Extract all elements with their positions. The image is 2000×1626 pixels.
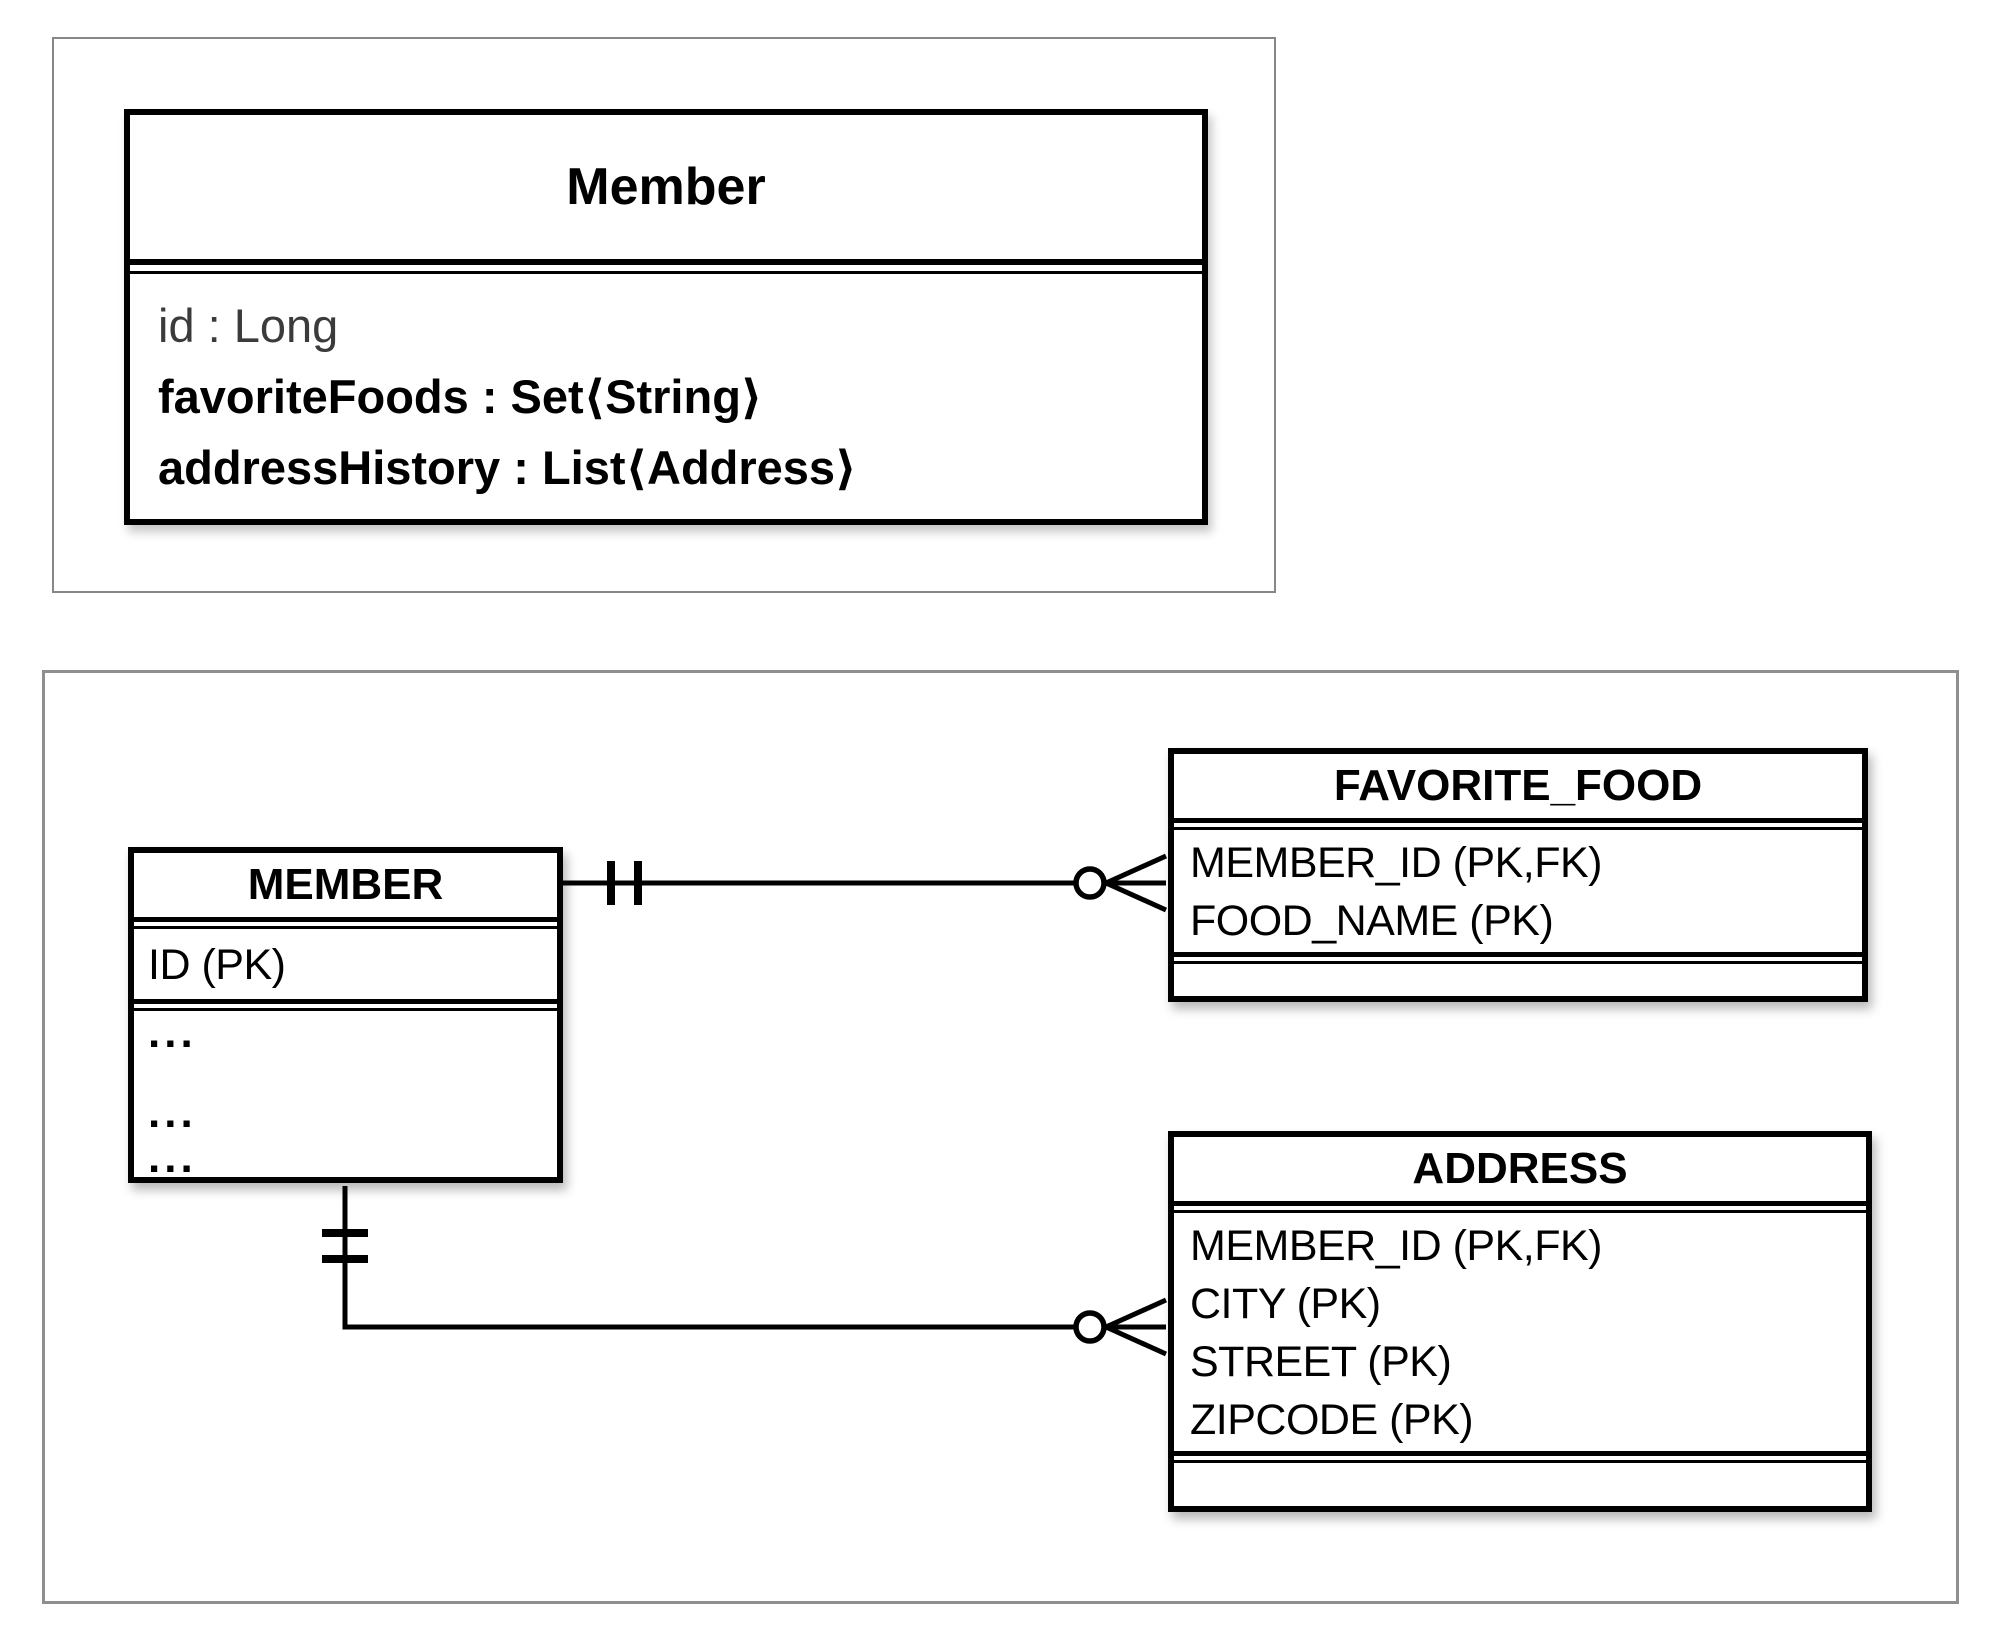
er-table-address: ADDRESS MEMBER_ID (PK,FK) CITY (PK) STRE… [1168, 1131, 1872, 1512]
column-member-id: MEMBER_ID (PK,FK) [1190, 1222, 1603, 1270]
class-title-divider [130, 259, 1202, 274]
header-divider [1174, 1201, 1866, 1213]
er-table-address-title: ADDRESS [1412, 1144, 1628, 1193]
rows-divider [1174, 952, 1862, 964]
column-id-pk: ID (PK) [148, 941, 286, 989]
empty-section [1174, 964, 1862, 996]
column-zipcode: ZIPCODE (PK) [1190, 1396, 1474, 1444]
empty-section [1174, 1463, 1866, 1506]
class-attribute-address-history: addressHistory : List⟨Address⟩ [158, 441, 857, 494]
rows-divider [1174, 1451, 1866, 1463]
er-table-favorite-food-title: FAVORITE_FOOD [1333, 761, 1703, 810]
ellipsis-row: ... [148, 1133, 197, 1182]
column-city: CITY (PK) [1190, 1280, 1381, 1328]
column-street: STREET (PK) [1190, 1338, 1452, 1386]
ellipsis-row: ... [148, 1008, 197, 1057]
rows-divider [134, 999, 557, 1011]
uml-panel: Member id : Long favoriteFoods : Set⟨Str… [52, 37, 1276, 593]
er-table-favorite-food-key-rows: MEMBER_ID (PK,FK) FOOD_NAME (PK) [1174, 830, 1862, 952]
er-table-member: MEMBER ID (PK) ... ... ... [128, 847, 563, 1183]
member-class-attributes: id : Long favoriteFoods : Set⟨String⟩ ad… [130, 274, 1202, 503]
header-divider [1174, 818, 1862, 830]
class-attribute-favorite-foods: favoriteFoods : Set⟨String⟩ [158, 370, 763, 423]
class-attribute-id: id : Long [158, 299, 339, 352]
er-table-favorite-food: FAVORITE_FOOD MEMBER_ID (PK,FK) FOOD_NAM… [1168, 748, 1868, 1002]
column-member-id: MEMBER_ID (PK,FK) [1190, 839, 1603, 887]
ellipsis-row: ... [148, 1088, 197, 1137]
member-class-title: Member [566, 158, 766, 216]
member-class-box: Member id : Long favoriteFoods : Set⟨Str… [124, 109, 1208, 525]
er-table-address-key-rows: MEMBER_ID (PK,FK) CITY (PK) STREET (PK) … [1174, 1213, 1866, 1451]
er-table-member-body: ... ... ... [134, 1008, 557, 1182]
er-table-member-title: MEMBER [247, 860, 444, 909]
header-divider [134, 917, 557, 929]
column-food-name: FOOD_NAME (PK) [1190, 897, 1554, 945]
er-table-member-key-rows: ID (PK) [134, 929, 557, 999]
